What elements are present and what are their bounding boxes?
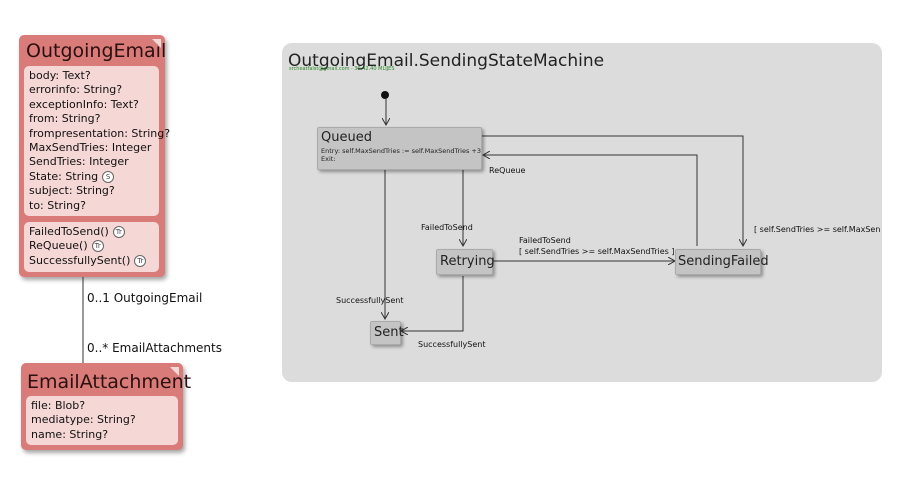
state-sending-failed[interactable]: SendingFailed (675, 249, 769, 275)
trigger-badge-icon: Tr (112, 226, 125, 238)
attribute: MaxSendTries: Integer (29, 141, 152, 155)
state-name: Sent (374, 325, 404, 340)
transition-guard-retrying: [ self.SendTries >= self.MaxSendTries ] (519, 247, 675, 256)
attribute: to: String? (29, 198, 86, 212)
attribute: exceptionInfo: Text? (29, 97, 139, 111)
state-queued[interactable]: Queued Entry: self.MaxSendTries := self.… (317, 127, 482, 170)
transition-label-successfully-sent-retrying: SuccessfullySent (418, 340, 486, 349)
attribute: frompresentation: String? (29, 126, 171, 140)
trigger-badge-icon: Tr (134, 254, 147, 267)
class-title: OutgoingEmail (26, 40, 167, 62)
method[interactable]: SuccessfullySent()Tr (29, 254, 154, 268)
attribute: file: Blob? (31, 399, 86, 412)
fold-corner-icon (152, 39, 161, 48)
attribute: SendTries: Integer (29, 155, 129, 169)
attribute: name: String? (31, 427, 109, 441)
association-end-email-attachments: 0..* EmailAttachments (87, 341, 222, 355)
attribute: body: Text? (29, 69, 91, 82)
state-entry-action: Entry: self.MaxSendTries := self.MaxSend… (321, 147, 482, 155)
attribute: subject: String? (29, 184, 115, 198)
class-outgoing-email[interactable]: OutgoingEmail body: Text? errorinfo: Str… (19, 35, 171, 277)
method[interactable]: ReQueue()Tr (29, 239, 154, 253)
transition-label-successfully-sent: SuccessfullySent (336, 296, 404, 305)
transition-label-failed-to-send: FailedToSend (421, 223, 473, 232)
attribute: from: String? (29, 112, 101, 126)
state-machine-title: OutgoingEmail.SendingStateMachine (288, 51, 605, 71)
class-title: EmailAttachment (27, 371, 192, 393)
method[interactable]: FailedToSend()Tr (29, 225, 154, 239)
attribute: State: String (29, 169, 99, 183)
association-end-outgoing-email: 0..1 OutgoingEmail (87, 291, 203, 305)
transition-label-requeue: ReQueue (489, 166, 526, 175)
state-name: Queued (321, 130, 372, 145)
transition-guard-queued-failed: [ self.SendTries >= self.MaxSen (754, 225, 881, 234)
state-name: Retrying (440, 254, 495, 269)
state-machine-subtitle: srcheatfalst@gmail.com · 39.42.40 MLIJES (289, 66, 395, 72)
state-exit-action: Exit: (321, 155, 336, 163)
trigger-badge-icon: Tr (91, 240, 104, 253)
transition-label-failed-to-send-retrying: FailedToSend (519, 236, 571, 245)
attribute: errorinfo: String? (29, 83, 123, 97)
attributes-panel: file: Blob? mediatype: String? name: Str… (26, 396, 178, 445)
state-name: SendingFailed (678, 254, 769, 269)
state-retrying[interactable]: Retrying (436, 249, 495, 275)
class-email-attachment[interactable]: EmailAttachment file: Blob? mediatype: S… (21, 363, 191, 450)
methods-panel: FailedToSend()Tr ReQueue()Tr Successfull… (24, 222, 159, 272)
fold-corner-icon (170, 367, 179, 376)
attributes-panel: body: Text? errorinfo: String? exception… (24, 66, 171, 216)
attribute: mediatype: String? (31, 413, 136, 427)
state-sent[interactable]: Sent (370, 321, 404, 345)
state-machine-badge-icon: S (102, 170, 115, 183)
